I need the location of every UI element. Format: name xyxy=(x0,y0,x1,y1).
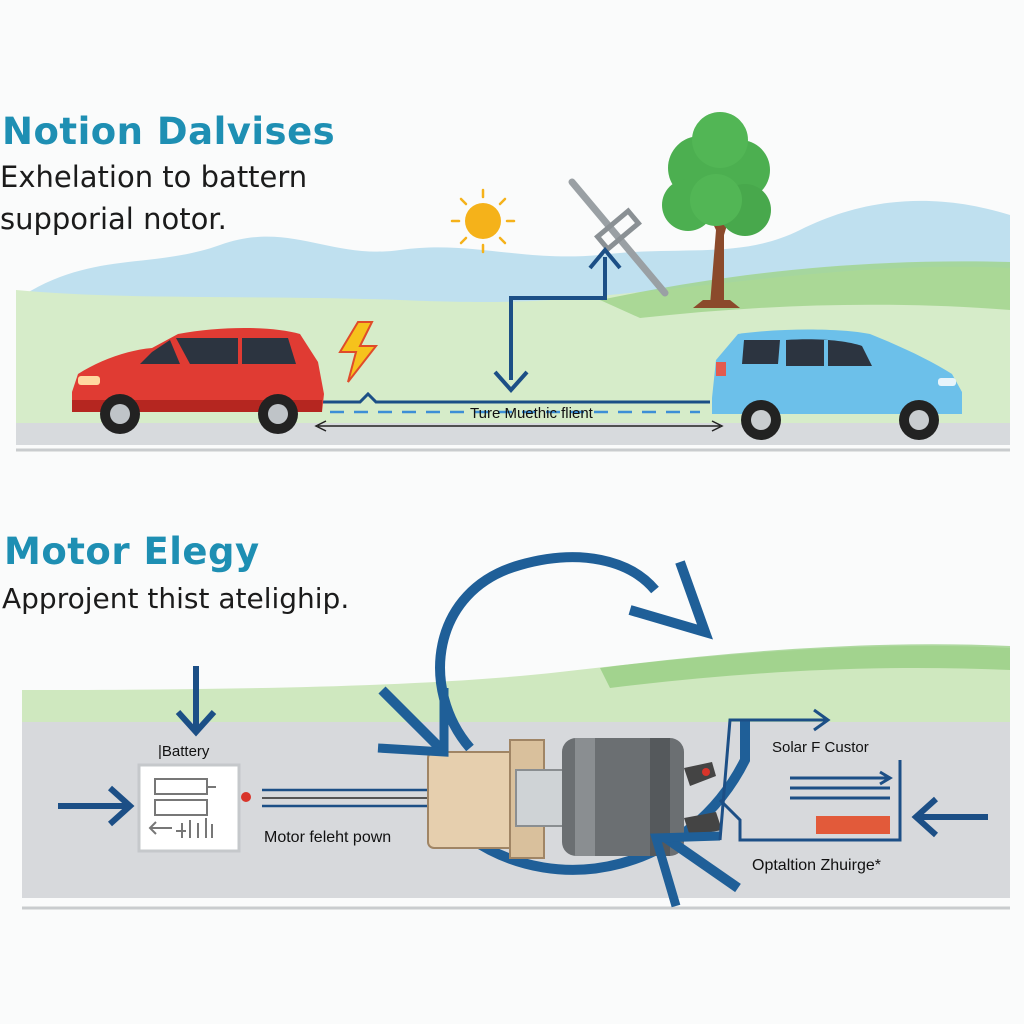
top-flow-arrows xyxy=(493,246,622,394)
motor-icon xyxy=(427,738,722,859)
solar-custor-circuit xyxy=(718,708,902,842)
lightning-icon xyxy=(338,321,379,383)
road-flow-line xyxy=(314,391,724,432)
motor-label: Motor feleht pown xyxy=(264,829,391,846)
bottom-title: Motor Elegy xyxy=(4,530,260,573)
heating-element xyxy=(816,816,890,834)
road-flow-label: Ture Muethic flient xyxy=(470,405,594,422)
bottom-subtitle: Approjent thist atelighip. xyxy=(2,582,350,615)
sun-icon xyxy=(450,188,516,254)
tree-icon xyxy=(662,112,771,308)
top-title: Notion Dalvises xyxy=(2,110,336,153)
red-car-icon xyxy=(72,328,324,434)
battery-label: |Battery xyxy=(158,743,210,760)
wind-turbine-icon xyxy=(568,178,669,297)
top-subtitle: Exhelation to battern supporial notor. xyxy=(0,160,308,236)
optation-label: Optaltion Zhuirge* xyxy=(752,857,881,874)
power-wires xyxy=(241,788,430,808)
battery-icon xyxy=(137,763,241,853)
blue-car-icon xyxy=(712,329,962,440)
solar-label: Solar F Custor xyxy=(772,739,869,756)
input-arrows xyxy=(58,666,988,838)
motor-arrows xyxy=(377,686,741,908)
